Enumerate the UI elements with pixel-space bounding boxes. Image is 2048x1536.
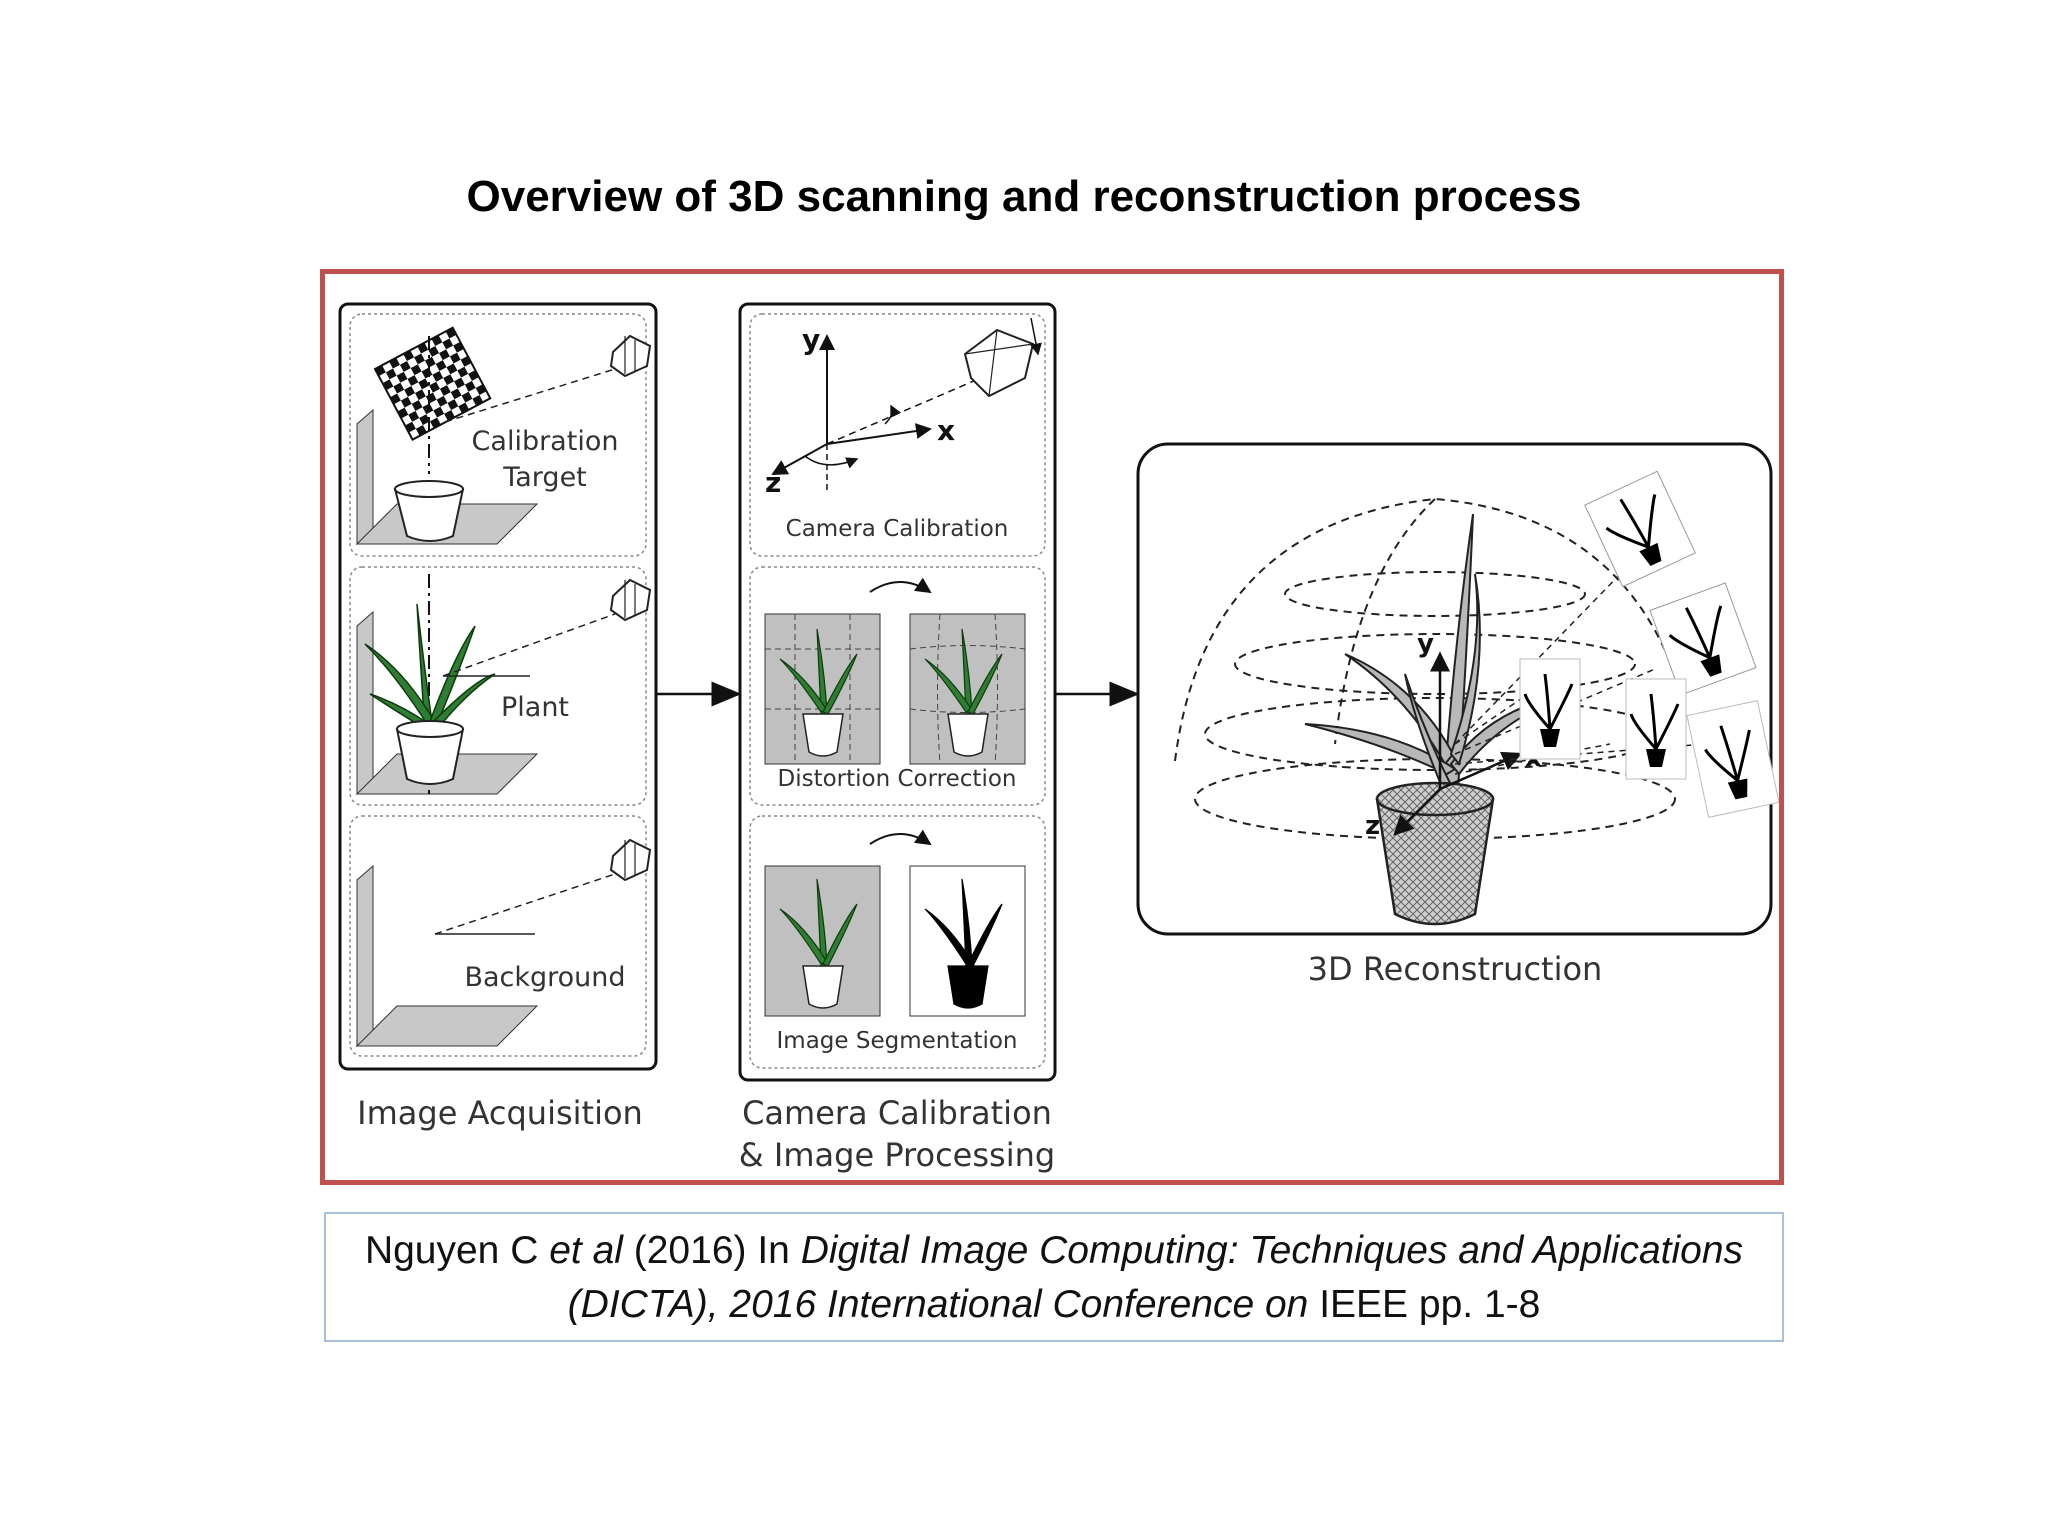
calibration-target-panel: Calibration Target bbox=[349, 313, 652, 557]
plant-silhouette-icon bbox=[924, 878, 1003, 1009]
plant-icon bbox=[779, 878, 858, 967]
plant-panel: Plant bbox=[349, 566, 652, 806]
process-diagram: Calibration Target bbox=[338, 302, 1780, 1174]
processing-column: y x z Camera Calibration bbox=[738, 302, 1057, 1174]
plant-pot bbox=[1375, 797, 1495, 926]
citation-venue: Digital Image Computing: Techniques and … bbox=[567, 1229, 1744, 1326]
distortion-correction-label: Distortion Correction bbox=[778, 766, 1017, 792]
axis-x-label: x bbox=[937, 414, 955, 447]
recon-axis-y-label: y bbox=[1417, 629, 1434, 659]
camera-view-thumbnails bbox=[1519, 470, 1780, 818]
background-panel: Background bbox=[349, 815, 652, 1057]
image-segmentation-label: Image Segmentation bbox=[777, 1028, 1018, 1054]
reconstruction-caption: 3D Reconstruction bbox=[1308, 950, 1603, 988]
recon-axis-z-label: z bbox=[1365, 811, 1380, 841]
camera-icon bbox=[609, 578, 652, 622]
citation-author: Nguyen C bbox=[364, 1229, 550, 1272]
plant-icon bbox=[779, 628, 1003, 715]
image-acquisition-caption: Image Acquisition bbox=[357, 1094, 643, 1132]
camera-icon bbox=[609, 838, 652, 882]
page-title: Overview of 3D scanning and reconstructi… bbox=[466, 172, 1582, 221]
citation-etal: et al bbox=[549, 1229, 623, 1272]
plant-label: Plant bbox=[501, 692, 569, 723]
distortion-correction-panel: Distortion Correction bbox=[749, 566, 1046, 806]
checkerboard-target bbox=[373, 326, 492, 441]
camera-icon bbox=[609, 334, 652, 378]
calibration-target-label-2: Target bbox=[502, 462, 587, 493]
citation-box: Nguyen C et al (2016) In Digital Image C… bbox=[324, 1212, 1784, 1342]
camera-calibration-label: Camera Calibration bbox=[786, 516, 1009, 542]
camera-icon bbox=[963, 317, 1042, 398]
reconstruction-column: y x z bbox=[1136, 442, 1780, 988]
calibration-target-label-1: Calibration bbox=[472, 426, 619, 457]
axis-y-label: y bbox=[802, 323, 820, 356]
processing-caption-2: & Image Processing bbox=[739, 1136, 1055, 1174]
citation-year: (2016) In bbox=[622, 1229, 801, 1272]
background-label: Background bbox=[464, 962, 625, 993]
image-segmentation-panel: Image Segmentation bbox=[749, 815, 1046, 1069]
diagram-frame: Calibration Target bbox=[320, 269, 1784, 1185]
citation-publisher: IEEE pp. 1-8 bbox=[1308, 1283, 1541, 1326]
camera-calibration-panel: y x z Camera Calibration bbox=[749, 313, 1046, 557]
plant-icon bbox=[364, 603, 496, 734]
processing-caption-1: Camera Calibration bbox=[742, 1094, 1052, 1132]
axis-z-label: z bbox=[765, 466, 781, 499]
image-acquisition-column: Calibration Target bbox=[338, 302, 658, 1132]
